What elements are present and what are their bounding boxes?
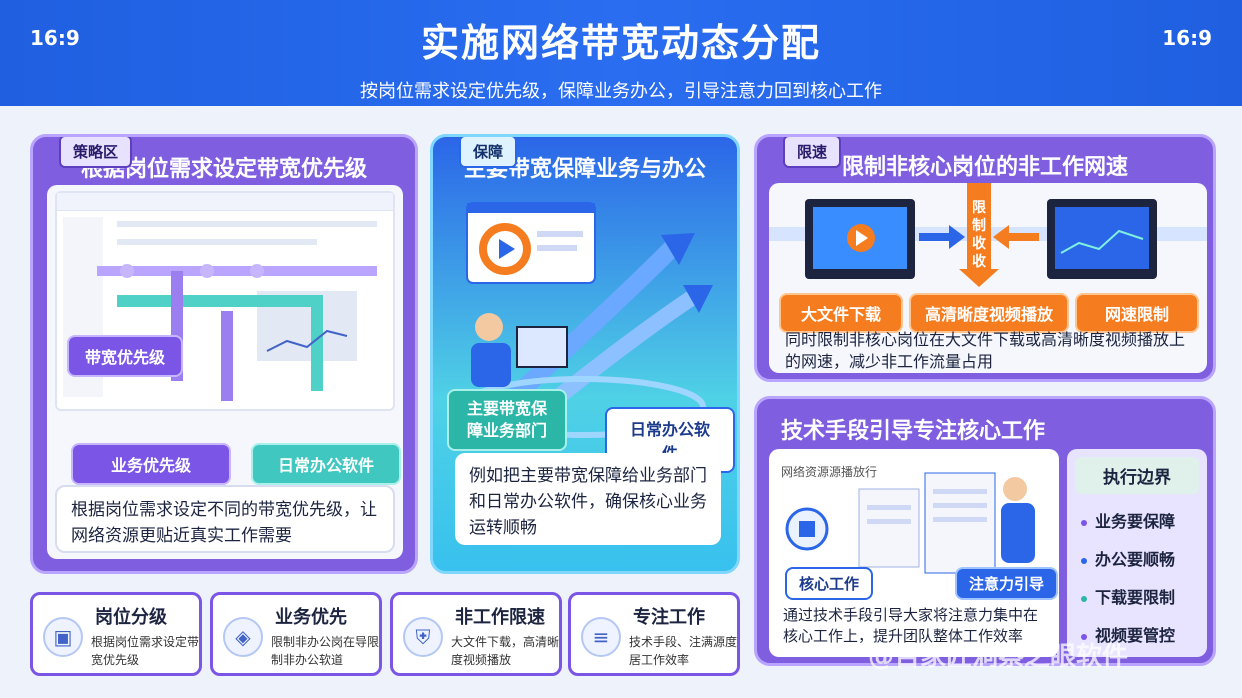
tag-limit: 限速 [783,137,842,168]
card-title: 业务优先 [275,607,347,628]
header: 16:9 16:9 实施网络带宽动态分配 按岗位需求设定优先级，保障业务办公，引… [0,0,1242,106]
label-main-bandwidth: 主要带宽保障业务部门 [447,389,567,451]
card-non-work-limit: ⛨ 非工作限速 大文件下载，高清晰度视频播放 [390,592,562,676]
card-title: 非工作限速 [455,607,545,628]
document-icon: ≡ [581,617,621,657]
limit-illustration [769,183,1207,287]
page-subtitle: 按岗位需求设定优先级，保障业务办公，引导注意力回到核心工作 [360,81,882,102]
panel-limit-inner: 限制收收 大文件下载 高清晰度视频播放 网速限制 同时限制非核心岗位在大文件下载… [769,183,1207,373]
card-focus-work: ≡ 专注工作 技术手段、注满源度居工作效率 [568,592,740,676]
panel-focus-title: 技术手段引导专注核心工作 [781,419,1046,444]
tag-guarantee: 保障 [459,137,518,168]
label-hd-video: 高清晰度视频播放 [909,293,1069,333]
network-icon: ◈ [223,617,263,657]
card-position-grading: ▣ 岗位分级 根据岗位需求设定带宽优先级 [30,592,202,676]
card-desc: 限制非办公岗在导限制非办公软道 [271,635,380,667]
card-title: 专注工作 [633,607,705,628]
label-focus-guide: 注意力引导 [955,567,1059,600]
card-desc: 技术手段、注满源度居工作效率 [629,635,738,667]
box-icon: ▣ [43,617,83,657]
boundary-item: 视频要管控 [1081,622,1207,646]
focus-illustration [785,472,1035,574]
focus-screen-title: 网络资源源播放行 [781,465,878,479]
panel-strategy: 根据岗位需求设定带宽优先级 带宽优先级 业务优先级 日常办公软件 [30,134,418,574]
execution-boundary-title: 执行边界 [1075,457,1199,494]
watermark: @百家匠洞察之眼软件 [868,642,1129,672]
shield-icon: ⛨ [403,617,443,657]
panel-focus-description: 通过技术手段引导大家将注意力集中在核心工作上，提升团队整体工作效率 [773,601,1057,653]
label-office-software: 日常办公软件 [251,443,401,485]
panel-guarantee-description: 例如把主要带宽保障给业务部门和日常办公软件，确保核心业务运转顺畅 [455,453,721,545]
card-business-priority: ◈ 业务优先 限制非办公岗在导限制非办公软道 [210,592,382,676]
page-title: 实施网络带宽动态分配 [420,21,821,65]
label-bandwidth-priority: 带宽优先级 [67,335,184,377]
panel-focus-inner: 网络资源源播放行 核心工作 注意力引导 通过技术手段引导大家将注意力集中在核心工… [769,449,1059,657]
arrow-label-limit: 限制收收 [972,200,986,270]
panel-focus: 技术手段引导专注核心工作 网络资源源播放行 核心工作 注意力引导 通过技术手段引… [754,396,1216,666]
panel-guarantee: 主要带宽保障业务与办公 主要带宽保障业务部门 日常办公软件 例如把主要带宽保障给… [430,134,740,574]
card-title: 岗位分级 [95,607,167,628]
boundary-item: 业务要保障 [1081,508,1207,532]
label-business-priority: 业务优先级 [71,443,231,485]
tag-strategy: 策略区 [59,137,133,168]
panel-limit-description: 同时限制非核心岗位在大文件下载或高清晰度视频播放上的网速，减少非工作流量占用 [785,330,1186,371]
pipeline-illustration [63,217,377,401]
card-desc: 根据岗位需求设定带宽优先级 [91,635,200,667]
panel-limit: 限制非核心岗位的非工作网速 限制收收 大文件下载 高清晰度视频播放 网速限制 同… [754,134,1216,382]
boundary-item: 下载要限制 [1081,584,1207,608]
boundary-item: 办公要顺畅 [1081,546,1207,570]
panel-strategy-inner: 带宽优先级 业务优先级 日常办公软件 根据岗位需求设定不同的带宽优先级，让网络资… [47,185,403,559]
ratio-left: 16:9 [30,26,80,50]
dashboard-screen [55,191,395,411]
card-desc: 大文件下载，高清晰度视频播放 [451,635,560,667]
label-speed-limit: 网速限制 [1075,293,1199,333]
label-core-work: 核心工作 [785,567,874,600]
ratio-right: 16:9 [1162,26,1212,50]
execution-boundary: 执行边界 业务要保障 办公要顺畅 下载要限制 视频要管控 [1067,449,1207,657]
panel-strategy-description: 根据岗位需求设定不同的带宽优先级，让网络资源更贴近真实工作需要 [55,485,395,553]
panel-limit-title: 限制非核心岗位的非工作网速 [841,155,1128,180]
label-large-download: 大文件下载 [779,293,903,333]
